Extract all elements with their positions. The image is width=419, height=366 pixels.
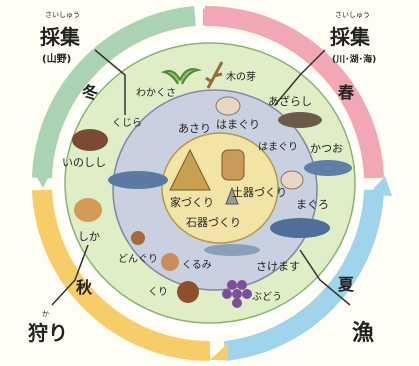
- season-arc-summer: [223, 189, 384, 361]
- sprout-icon: [160, 68, 202, 85]
- seal-icon: [278, 112, 322, 128]
- illustrations: [72, 61, 352, 308]
- clam-icon-2: [280, 170, 304, 190]
- season-arc-autumn: [32, 189, 211, 362]
- corner-label-top-left: 採集: [40, 25, 81, 49]
- tuna-icon: [270, 218, 330, 238]
- season-label-spring: 春: [337, 83, 355, 102]
- label-kurumi: くるみ: [182, 259, 212, 271]
- season-label-winter: 冬: [82, 83, 98, 102]
- corner-label-bottom-left: 狩り: [28, 321, 68, 345]
- label-sakemasu: さけます: [256, 260, 300, 273]
- season-arc-spring: [204, 5, 384, 179]
- season-label-autumn: 秋: [76, 278, 93, 297]
- season-label-summer: 夏: [337, 275, 355, 294]
- bud-branch-icon: [205, 61, 224, 89]
- label-sekki-dukuri: 石器づくり: [186, 216, 241, 229]
- chestnut-icon: [177, 281, 199, 303]
- leader-line-bottom-right: [299, 249, 351, 306]
- season-arc-winter: [32, 6, 196, 179]
- corner-label-top-right: 採集: [330, 25, 371, 49]
- season-ring: [32, 5, 384, 362]
- ruby-top-right: さいしゅう: [335, 11, 370, 19]
- stone-tool-icon: [225, 186, 239, 205]
- acorn-icon: [131, 231, 145, 245]
- arrow-autumn: [33, 170, 52, 188]
- corner-sub-top-right: (川･湖･海): [332, 53, 376, 65]
- whale-icon: [108, 171, 168, 189]
- arrow-winter: [203, 8, 221, 26]
- corner-sub-top-left: (山野): [42, 52, 71, 65]
- leader-line-bottom-left: [51, 244, 89, 306]
- label-doki-dukuri: 土器づくり: [232, 186, 287, 199]
- label-budou: ぶどう: [252, 291, 282, 303]
- deer-icon: [74, 198, 102, 222]
- label-ie-dukuri: 家づくり: [170, 195, 214, 209]
- corner-label-bottom-right: 漁: [352, 320, 374, 346]
- label-azarashi: あざらし: [268, 94, 312, 108]
- grape-icon: [222, 280, 252, 308]
- label-ki-no-me: 木の芽: [226, 70, 256, 83]
- label-wakakusa: わかくさ: [136, 87, 176, 99]
- boar-icon: [72, 129, 108, 151]
- walnut-icon: [161, 253, 179, 271]
- leader-line-top-left: [94, 49, 126, 115]
- leader-line-top-right: [274, 49, 326, 106]
- label-donguri: どんぐり: [118, 253, 158, 265]
- label-kuri: くり: [148, 286, 168, 298]
- ruby-bottom-left: か: [42, 310, 49, 318]
- ruby-top-left: さいしゅう: [45, 11, 80, 19]
- arrow-summer: [210, 343, 228, 360]
- label-hamaguri-inner: はまぐり: [258, 141, 298, 153]
- salmon-icon: [204, 244, 260, 256]
- label-asari: あさり: [178, 122, 211, 135]
- clam-icon-1: [215, 96, 241, 116]
- bonito-icon: [304, 160, 352, 176]
- label-kujira: くじら: [112, 117, 142, 129]
- label-shika: しか: [78, 230, 100, 243]
- pot-icon: [221, 149, 245, 181]
- label-maguro: まぐろ: [296, 198, 329, 211]
- arrow-spring: [368, 176, 392, 196]
- label-hamaguri-outer: はまぐり: [216, 118, 260, 131]
- label-katsuo: かつお: [310, 142, 343, 155]
- label-inoshishi: いのしし: [62, 156, 106, 169]
- hut-icon: [169, 148, 211, 191]
